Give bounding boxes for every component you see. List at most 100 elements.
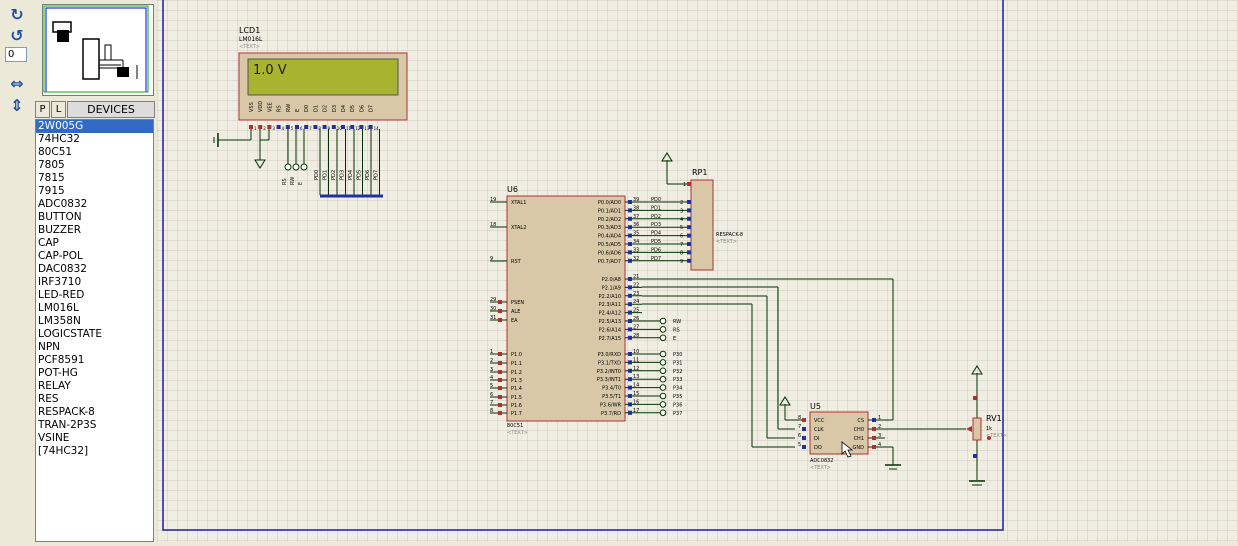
device-item[interactable]: 7815 <box>38 172 65 184</box>
pin-marker <box>628 319 632 323</box>
pin-marker <box>687 258 691 263</box>
device-item[interactable]: RESPACK-8 <box>38 406 95 418</box>
device-item[interactable]: 2W005G <box>36 120 153 133</box>
redo-arrow-icon[interactable]: ↻ <box>10 4 24 24</box>
device-item[interactable]: 80C51 <box>38 146 73 158</box>
mcu-net-label: PD2 <box>651 214 661 220</box>
mcu-pin-name: P3.5/T1 <box>602 394 621 400</box>
lcd-pin-name: E <box>295 109 301 112</box>
overview-window[interactable] <box>42 4 154 96</box>
mcu-ref-label: U6 <box>507 185 518 194</box>
device-item[interactable]: PCF8591 <box>38 354 85 366</box>
device-item[interactable]: LM358N <box>38 315 81 327</box>
mcu-pin-number: 27 <box>633 324 639 330</box>
mcu-pin-name: ALE <box>511 309 520 315</box>
pin-marker <box>628 225 632 230</box>
pin-marker <box>498 361 502 365</box>
rotation-angle-input[interactable] <box>5 47 27 62</box>
terminal <box>659 350 667 358</box>
mcu-pin-name: P0.4/AD4 <box>598 234 621 240</box>
device-item[interactable]: CAP <box>38 237 59 249</box>
device-item[interactable]: TRAN-2P3S <box>38 419 97 431</box>
device-item[interactable]: LED-RED <box>38 289 85 301</box>
device-item[interactable]: RELAY <box>38 380 71 392</box>
device-item[interactable]: ADC0832 <box>38 198 88 210</box>
device-item[interactable]: BUZZER <box>38 224 82 236</box>
pin-marker <box>322 125 327 129</box>
lcd-pin-name: D0 <box>304 105 310 112</box>
mcu-pin-number: 21 <box>633 274 639 280</box>
mcu-pin-number: 7 <box>490 400 493 406</box>
mcu-pin-number: 23 <box>633 291 639 297</box>
adc-body <box>809 411 869 455</box>
terminal <box>659 359 667 366</box>
flip-vertical-icon[interactable]: ⇕ <box>10 95 24 115</box>
mcu-pin-number: 39 <box>633 197 639 203</box>
pin-marker <box>628 208 632 213</box>
pin-marker <box>687 182 691 186</box>
mcu-type-label: 80C51 <box>507 423 523 429</box>
terminal <box>659 326 667 333</box>
device-item[interactable]: BUTTON <box>38 211 82 223</box>
pin-marker <box>498 370 502 374</box>
lcd-pin-name: D4 <box>341 105 347 112</box>
mcu-pin-number: 34 <box>633 239 639 245</box>
pin-marker <box>359 125 364 129</box>
flip-horizontal-icon[interactable]: ⇔ <box>10 73 24 93</box>
pin-marker <box>628 410 632 415</box>
device-item[interactable]: 74HC32 <box>38 133 80 145</box>
lcd-net-label: E <box>298 182 304 185</box>
pin-marker <box>687 208 691 213</box>
mcu-pin-number: 32 <box>633 256 639 262</box>
lcd-pin-name: D3 <box>332 105 338 112</box>
adc-pin-name: CS <box>857 418 864 424</box>
pot-text-label: <TEXT> <box>986 433 1007 439</box>
device-item[interactable]: RES <box>38 393 59 405</box>
lcd-pin-number: 11 <box>346 126 352 131</box>
library-tab[interactable]: L <box>51 101 66 118</box>
device-item[interactable]: 7915 <box>38 185 65 197</box>
device-item[interactable]: LOGICSTATE <box>38 328 102 340</box>
device-item[interactable]: CAP-POL <box>38 250 83 262</box>
mcu-pin-number: 19 <box>490 197 496 203</box>
device-item[interactable]: 7805 <box>38 159 65 171</box>
lcd-pin-number: 8 <box>318 126 321 131</box>
pin-marker <box>628 233 632 238</box>
mcu-pin-name: P1.2 <box>511 370 522 376</box>
device-item[interactable]: LM016L <box>38 302 79 314</box>
pin-marker <box>628 293 632 298</box>
device-item[interactable]: [74HC32] <box>38 445 89 457</box>
undo-arrow-icon[interactable]: ↺ <box>10 25 24 45</box>
device-item[interactable]: VSINE <box>38 432 70 444</box>
mcu-pin-name: P0.7/AD7 <box>598 259 621 265</box>
terminal <box>659 317 667 325</box>
device-item[interactable]: DAC0832 <box>38 263 87 275</box>
mcu-net-label: P34 <box>673 386 682 392</box>
mcu-pin-name: P2.4/A12 <box>599 311 621 317</box>
orientation-toolbar: ↻ ↺ ⇔ ⇕ <box>0 0 34 542</box>
lcd-pin-name: VEE <box>267 102 273 112</box>
terminal <box>292 163 300 171</box>
mcu-pin-number: 37 <box>633 214 639 220</box>
device-item[interactable]: IRF3710 <box>38 276 82 288</box>
pin-marker <box>628 200 632 204</box>
mcu-net-label: PD7 <box>651 256 661 262</box>
adc-pin-name: DO <box>814 445 822 451</box>
mcu-pin-name: P1.5 <box>511 395 522 401</box>
mcu-pin-number: 1 <box>490 349 493 355</box>
pick-devices-tab[interactable]: P <box>35 101 50 118</box>
device-item[interactable]: NPN <box>38 341 61 353</box>
mcu-pin-name: P3.6/WR <box>600 402 622 408</box>
mcu-pin-name: PSEN <box>511 300 524 306</box>
mcu-pin-name: RST <box>511 259 522 265</box>
pin-marker <box>498 395 502 399</box>
device-item[interactable]: POT-HG <box>38 367 78 379</box>
devices-header: DEVICES <box>67 101 155 118</box>
pin-marker <box>872 436 876 440</box>
mcu-pin-number: 28 <box>633 333 639 339</box>
pin-marker <box>628 327 632 332</box>
mcu-net-label: E <box>673 336 676 342</box>
